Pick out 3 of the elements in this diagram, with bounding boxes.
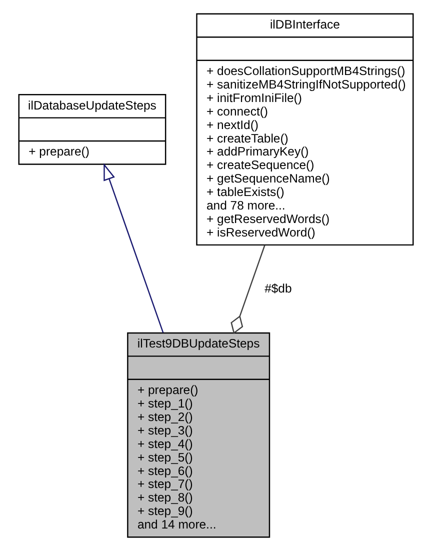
edge-label: #$db — [264, 282, 292, 296]
arrow — [103, 163, 164, 333]
connector — [230, 245, 265, 334]
